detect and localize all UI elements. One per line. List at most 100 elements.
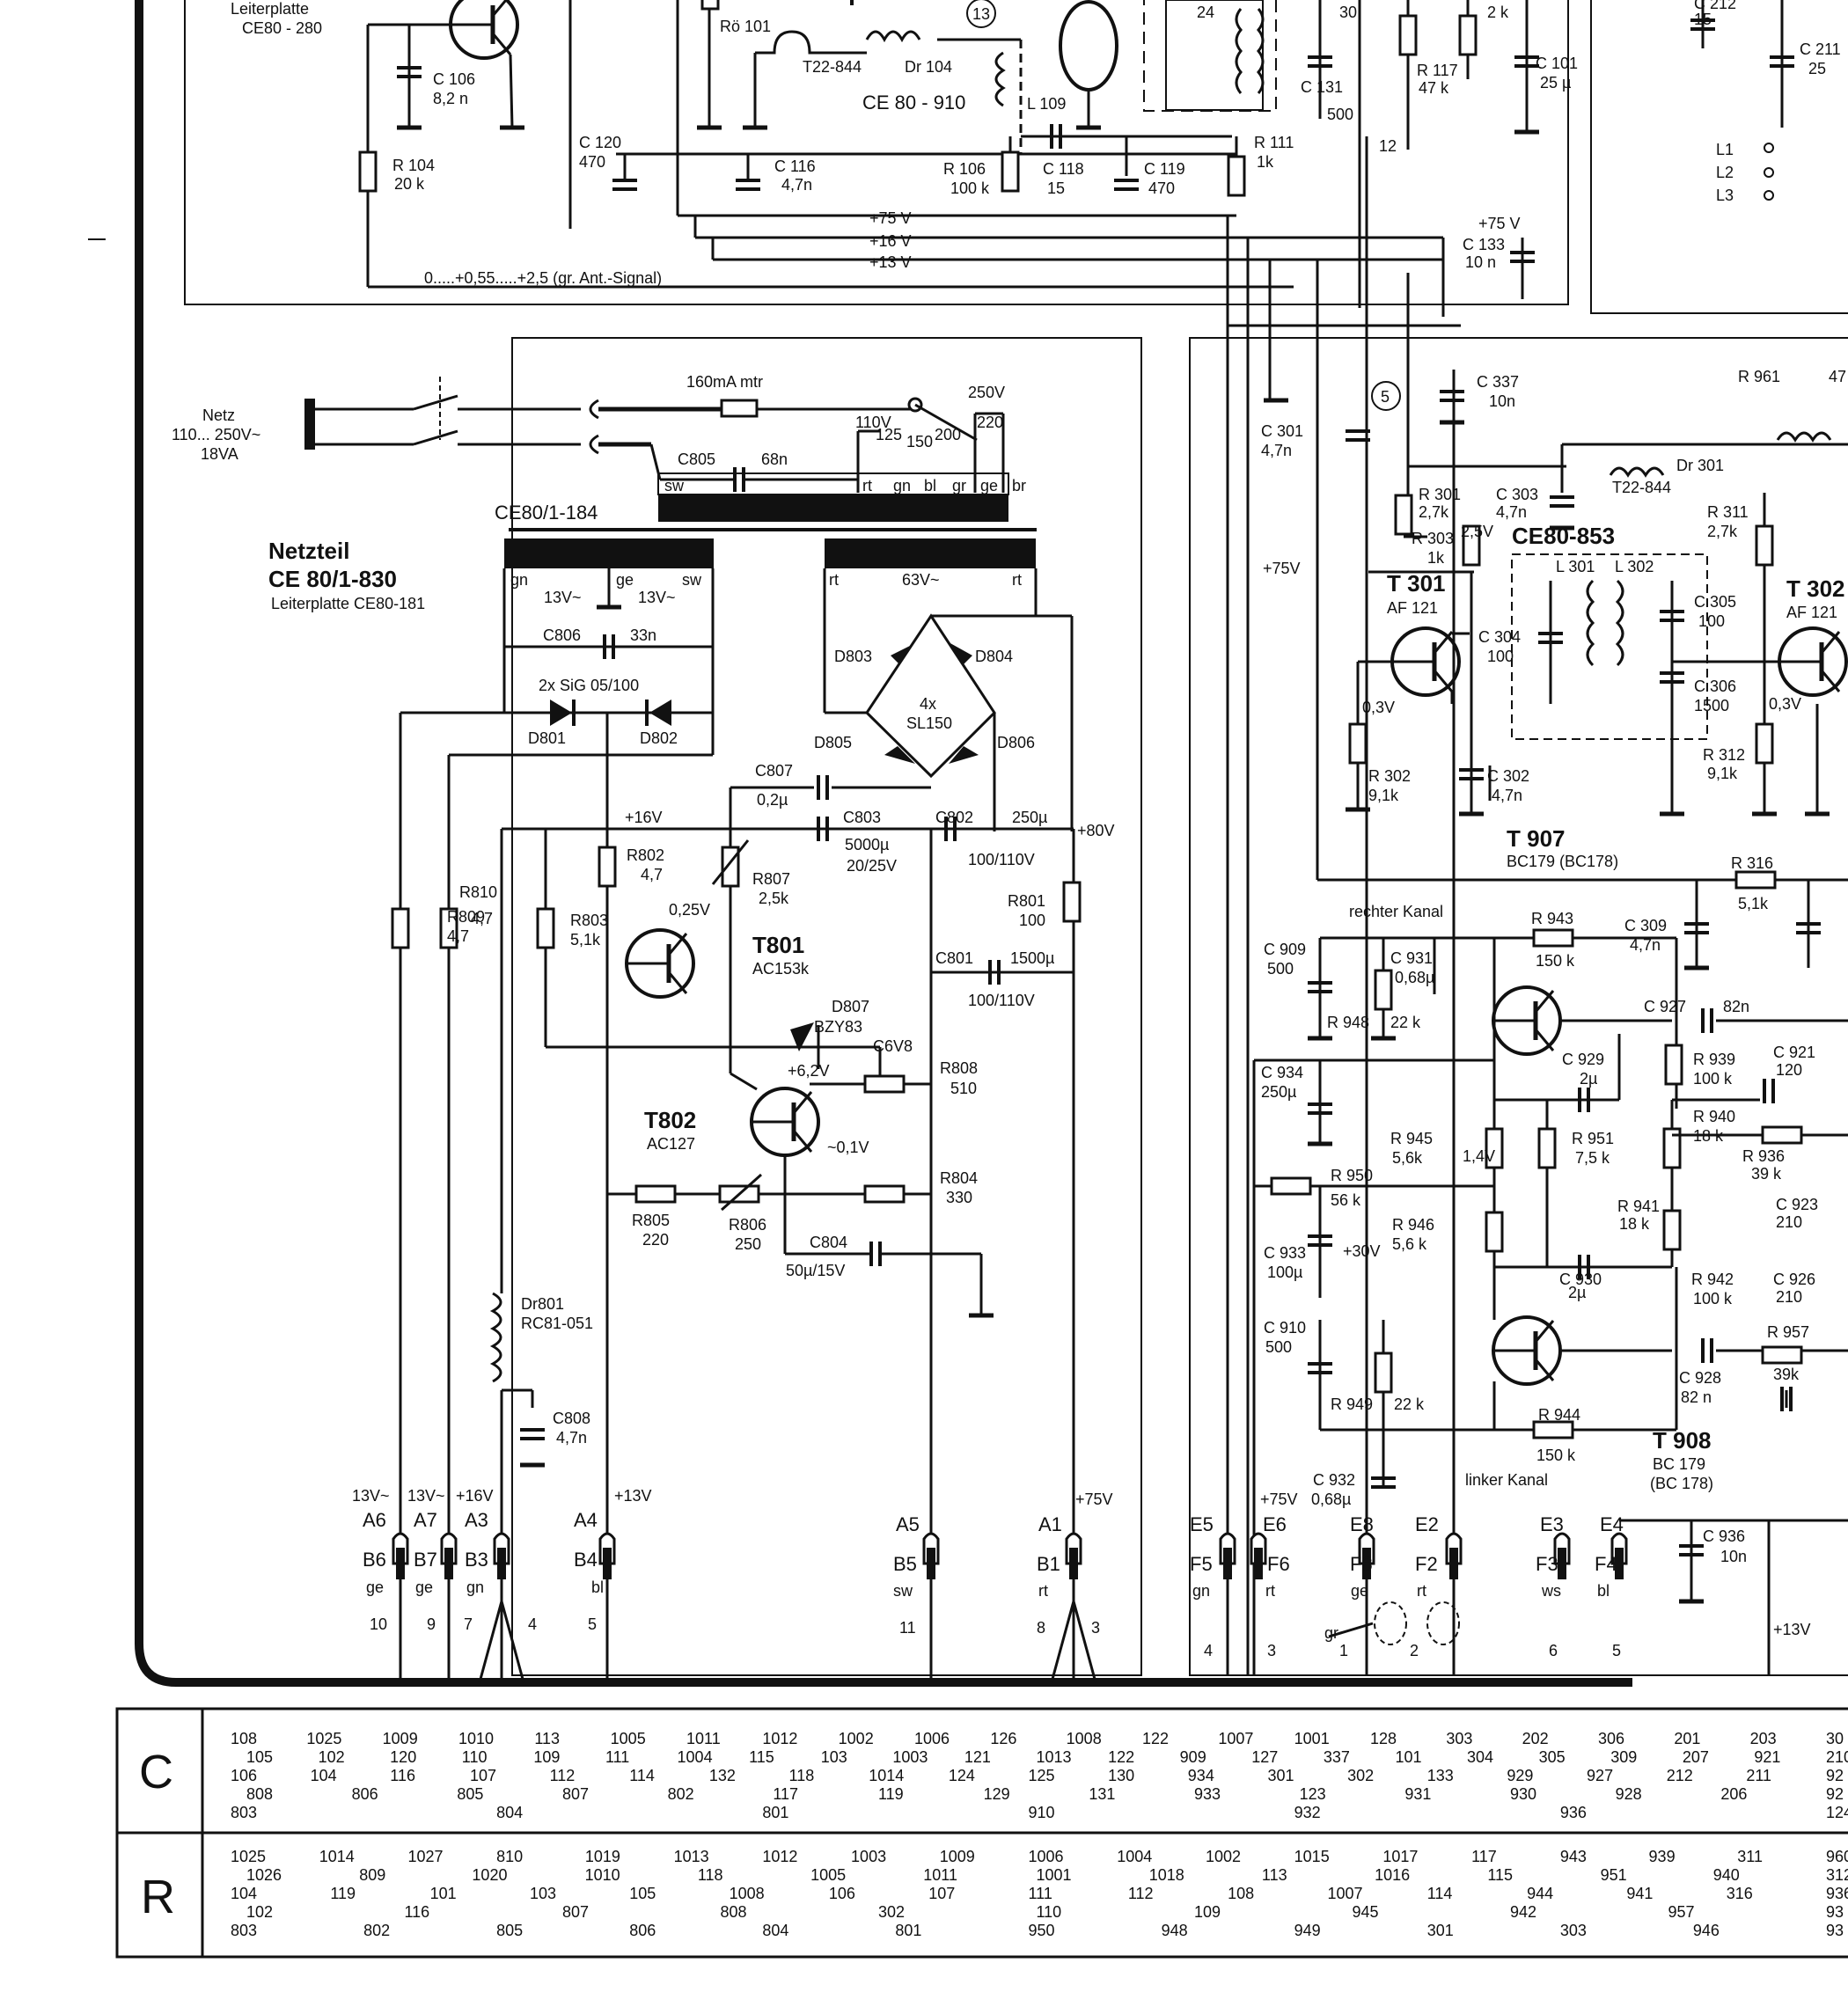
c803-value: 5000µ	[845, 836, 889, 853]
label-r104: R 104	[392, 157, 435, 174]
conn-e8: E8	[1350, 1513, 1374, 1535]
table-cell: 127	[1251, 1748, 1278, 1766]
label-c133: C 133	[1463, 236, 1505, 253]
label-30: 30	[1339, 4, 1357, 21]
table-cell: 808	[721, 1903, 747, 1921]
c806: C806	[543, 626, 581, 644]
tap-125: 125	[876, 426, 902, 443]
t802-type: AC127	[647, 1135, 695, 1153]
amp-lbl-16: 2,5V	[1461, 523, 1493, 540]
label-dr104: Dr 104	[905, 58, 952, 76]
conn-color-ge-1: ge	[366, 1578, 384, 1596]
table-cell: 1005	[810, 1866, 846, 1884]
conn-color-bl-amp: bl	[1597, 1582, 1610, 1600]
amp-lbl-2: C 337	[1477, 373, 1519, 391]
table-cell: 301	[1267, 1767, 1294, 1784]
label-l3: L3	[1716, 187, 1734, 204]
mains-power: 18VA	[201, 445, 238, 463]
tr2-63v: 63V~	[902, 571, 940, 589]
amp-lbl-73: R 946	[1392, 1216, 1434, 1234]
conn-b3: B3	[465, 1549, 488, 1571]
amp-lbl-92: BC 179	[1653, 1455, 1705, 1473]
amp-lbl-87: C 928	[1679, 1369, 1721, 1387]
table-cell: 1002	[1206, 1848, 1241, 1865]
table-cell: 1005	[611, 1730, 646, 1747]
table-cell: 122	[1108, 1748, 1134, 1766]
table-cell: 206	[1720, 1785, 1747, 1803]
amp-lbl-100: C 921	[1773, 1044, 1815, 1061]
table-cell: 1018	[1149, 1866, 1184, 1884]
amp-lbl-28: C 306	[1694, 678, 1736, 695]
table-cell: 115	[1487, 1866, 1513, 1884]
c806-value: 33n	[630, 626, 656, 644]
r802: R802	[627, 846, 664, 864]
d802: D802	[640, 729, 678, 747]
table-cell: 207	[1683, 1748, 1709, 1766]
r803-value: 5,1k	[570, 931, 601, 949]
c803-rating: 20/25V	[847, 857, 897, 875]
amp-lbl-9: T22-844	[1612, 479, 1671, 496]
amp-lbl-101: 120	[1776, 1061, 1802, 1079]
label-l1: L1	[1716, 141, 1734, 158]
amp-lbl-25: 100	[1487, 648, 1514, 665]
table-cell: 805	[496, 1922, 523, 1939]
tr2-rt-b: rt	[1012, 571, 1022, 589]
table-cell: 116	[405, 1903, 430, 1921]
table-cell: 113	[1262, 1866, 1287, 1884]
table-cell: 1006	[914, 1730, 950, 1747]
signal-range-label: 0.....+0,55.....+2,5 (gr. Ant.-Signal)	[424, 269, 662, 287]
c802-rating: 100/110V	[968, 851, 1035, 868]
label-ro101: Rö 101	[720, 18, 771, 35]
dr801-type: RC81-051	[521, 1315, 593, 1332]
table-cell: 803	[231, 1804, 257, 1821]
table-cell: 806	[352, 1785, 378, 1803]
conn-b5: B5	[893, 1553, 917, 1575]
table-cell: 104	[311, 1767, 337, 1784]
amp-lbl-67: 7,5 k	[1575, 1149, 1610, 1167]
table-cell: 1004	[678, 1748, 713, 1766]
table-cell: 201	[1674, 1730, 1700, 1747]
table-cell: 109	[1194, 1903, 1221, 1921]
table-cell: 1017	[1382, 1848, 1418, 1865]
table-cell: 808	[246, 1785, 273, 1803]
table-cell: 30	[1826, 1730, 1844, 1747]
conn-a6: A6	[363, 1509, 386, 1531]
amp-lbl-11: 2,7k	[1419, 503, 1449, 521]
table-cell: 107	[470, 1767, 496, 1784]
rail-16v: +16 V	[869, 232, 912, 250]
table-cell: 337	[1324, 1748, 1350, 1766]
pin-11: 11	[899, 1619, 916, 1637]
tr1-13v-a: 13V~	[544, 589, 582, 606]
table-cell: 1011	[686, 1730, 721, 1747]
table-cell: 1020	[472, 1866, 507, 1884]
amp-lbl-74: 5,6 k	[1392, 1235, 1427, 1253]
tr1-ge: ge	[616, 571, 634, 589]
table-cell: 101	[1395, 1748, 1421, 1766]
label-c131-value: 500	[1327, 106, 1353, 123]
conn-color-ws-amp: ws	[1541, 1582, 1561, 1600]
table-cell: 107	[928, 1885, 955, 1902]
label-c211-value: 25	[1808, 60, 1826, 77]
table-cell: 944	[1527, 1885, 1553, 1902]
label-c133-value: 10 n	[1465, 253, 1496, 271]
table-cell: 1027	[407, 1848, 443, 1865]
table-cell: 121	[964, 1748, 991, 1766]
amp-lbl-104: C 923	[1776, 1196, 1818, 1213]
amp-lbl-95: C 932	[1313, 1471, 1355, 1489]
table-cell: 1012	[762, 1848, 797, 1865]
table-cell: 951	[1601, 1866, 1627, 1884]
amp-lbl-106: C 926	[1773, 1271, 1815, 1288]
conn-volt-a1: +75V	[1075, 1491, 1113, 1508]
amp-lbl-82: 100 k	[1693, 1290, 1733, 1307]
amp-lbl-44: rechter Kanal	[1349, 903, 1443, 920]
pin-5: 5	[588, 1615, 597, 1633]
table-cell: 115	[749, 1748, 774, 1766]
d805: D805	[814, 734, 852, 751]
amp-lbl-98: 10n	[1720, 1548, 1747, 1565]
label-leiterplatte: Leiterplatte	[231, 0, 309, 18]
conn-e2: E2	[1415, 1513, 1439, 1535]
table-cell: 113	[534, 1730, 560, 1747]
amp-lbl-94: linker Kanal	[1465, 1471, 1548, 1489]
table-cell: 117	[773, 1785, 798, 1803]
conn-a5: A5	[896, 1513, 920, 1535]
